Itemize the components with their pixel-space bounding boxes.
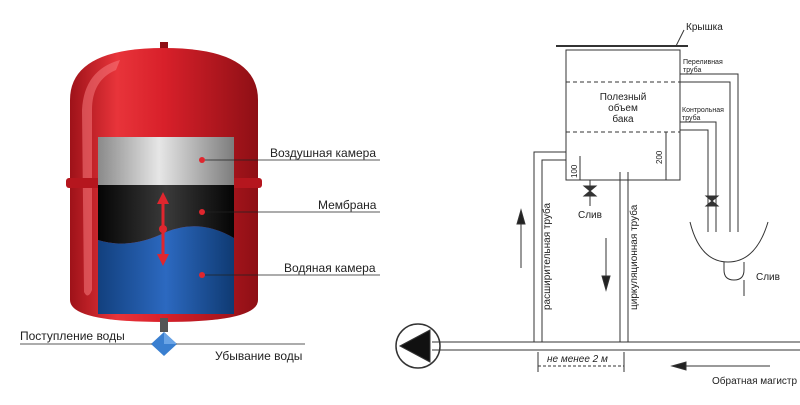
tank-drain-valve [582, 185, 598, 197]
membrane-marker [199, 209, 205, 215]
water-valve-shade [164, 332, 177, 344]
air-marker [199, 157, 205, 163]
scheme-labels: Крышка Переливная труба Полезный объем б… [541, 22, 798, 387]
membrane-arrow-down [157, 254, 169, 266]
control-pipe [680, 121, 717, 232]
drain-trap [723, 262, 745, 281]
membrane-arrow-center [159, 225, 167, 233]
overflow-pipe [680, 73, 739, 232]
control-label-2: труба [682, 114, 700, 122]
drain-right-label: Слив [756, 272, 780, 283]
drain-funnel [689, 221, 769, 263]
down-arrow-head [601, 275, 611, 292]
lid-leader [675, 29, 685, 47]
useful-volume-label-2: объем [608, 102, 638, 114]
membrane-arrow-up [157, 192, 169, 204]
dim-100-label: 100 [570, 164, 579, 178]
open-tank [565, 49, 681, 181]
pump-direction [398, 329, 431, 363]
circulation-pump [395, 323, 441, 369]
up-arrow-head [516, 208, 526, 225]
control-valve [704, 195, 720, 207]
heating-scheme [395, 29, 800, 372]
water-chamber [98, 226, 234, 314]
expansion-pipe [533, 151, 566, 342]
return-main-label: Обратная магистр [712, 375, 798, 387]
water-inflow-label: Поступление воды [20, 329, 125, 343]
circulation-pipe [619, 172, 629, 342]
expansion-tank: Воздушная камера Мембрана Водяная камера… [20, 42, 380, 363]
membrane-label: Мембрана [318, 198, 377, 212]
expansion-pipe-label: расширительная труба [541, 202, 553, 310]
useful-volume-label-1: Полезный [600, 92, 647, 103]
drain-left-label: Слив [578, 210, 602, 221]
overflow-label-1: Переливная [683, 59, 723, 66]
control-label-1: Контрольная [682, 107, 724, 114]
water-marker [199, 272, 205, 278]
water-outflow-label: Убывание воды [215, 349, 302, 363]
lid-label: Крышка [686, 22, 723, 33]
tank-highlight [82, 60, 120, 296]
membrane [98, 185, 234, 244]
tank-outlet [160, 318, 168, 332]
air-chamber-label: Воздушная камера [270, 146, 376, 160]
overflow-label-2: труба [683, 66, 701, 74]
min-distance-label: не менее 2 м [547, 354, 608, 365]
water-chamber-label: Водяная камера [284, 261, 376, 275]
useful-volume-label-3: бака [612, 113, 634, 125]
return-arrow-head [670, 361, 687, 371]
circulation-pipe-label: циркуляционная труба [628, 204, 640, 310]
air-chamber [98, 137, 234, 185]
dim-200-label: 200 [655, 150, 664, 164]
